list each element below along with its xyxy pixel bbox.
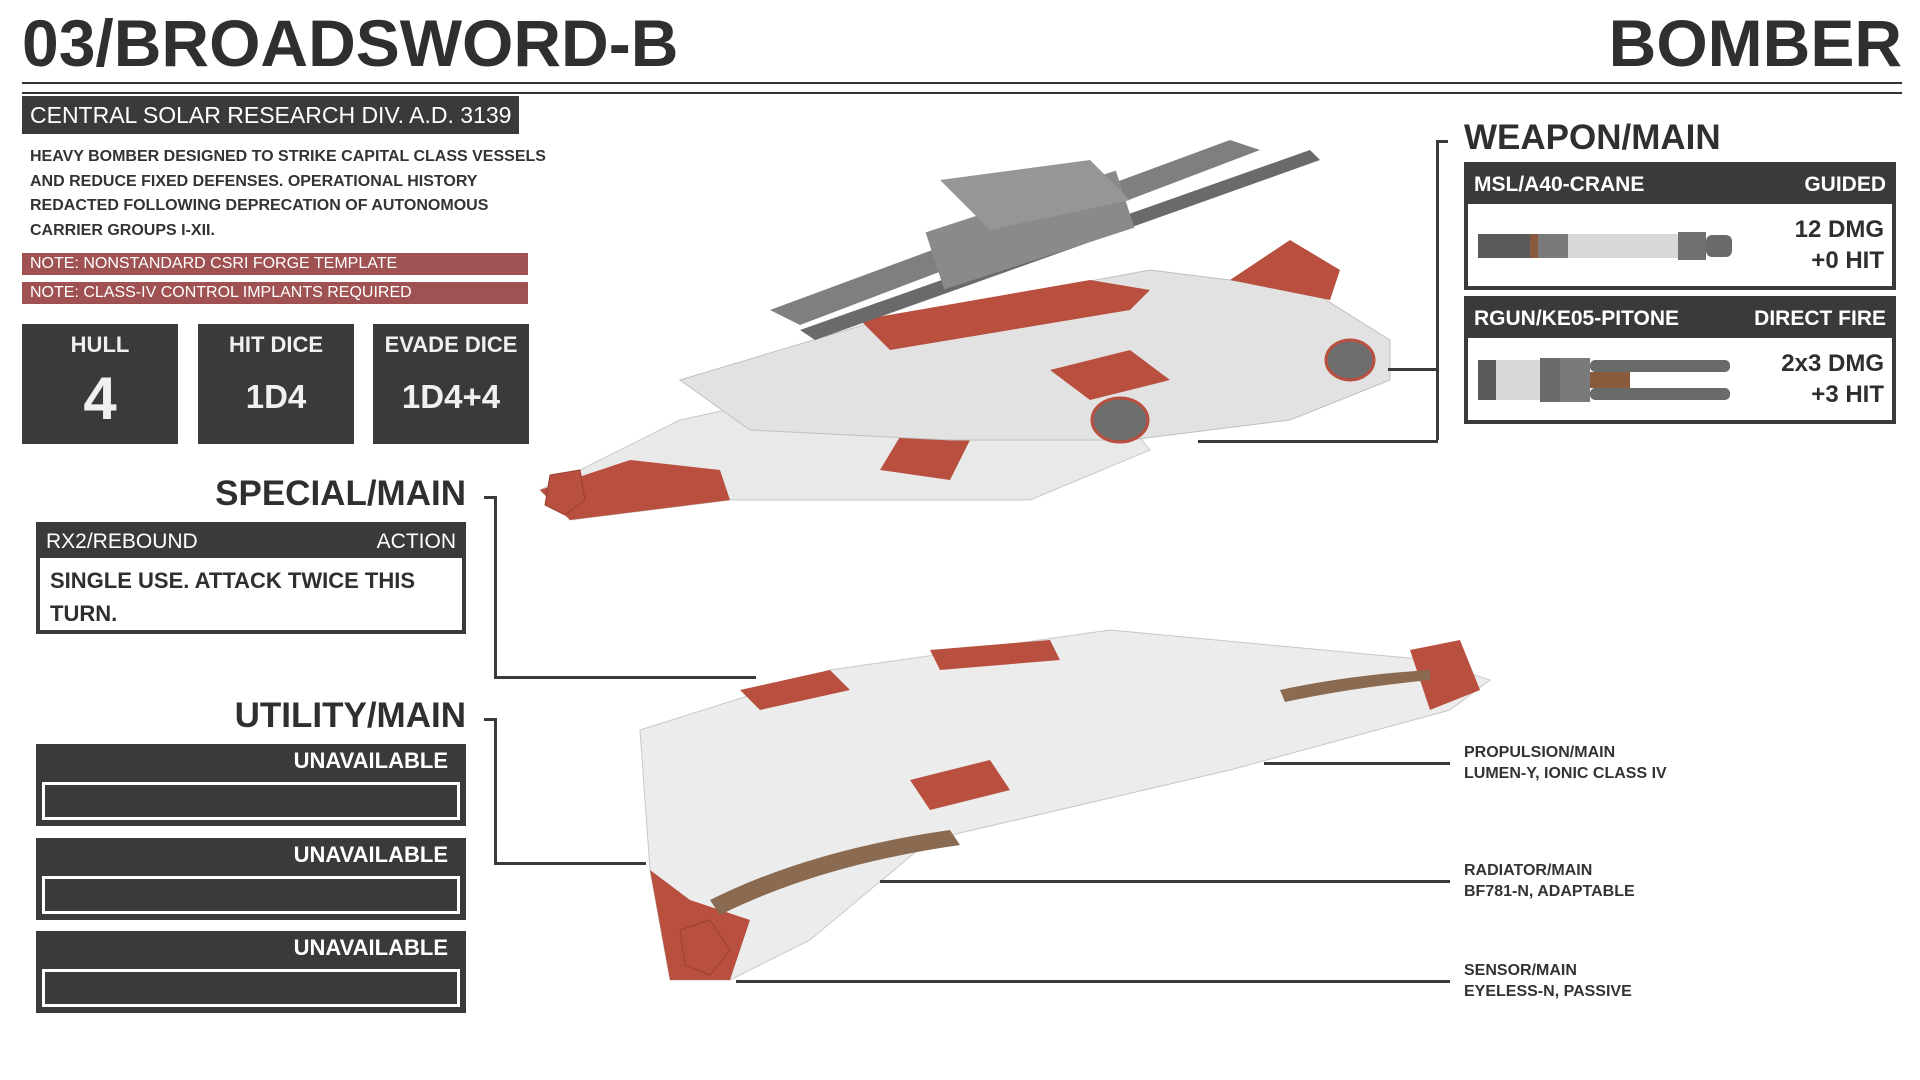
special-card: RX2/REBOUND ACTION SINGLE USE. ATTACK TW… — [36, 522, 466, 634]
weapon-railgun-type: DIRECT FIRE — [1754, 307, 1886, 330]
propulsion-leader — [1264, 762, 1450, 765]
weapon-railgun-stats: 2x3 DMG +3 HIT — [1781, 348, 1884, 410]
ship-render-side — [639, 629, 1492, 981]
weapon-missile-stats: 12 DMG +0 HIT — [1795, 214, 1884, 276]
utility-slot-1-box — [42, 782, 460, 820]
ship-render-top — [539, 140, 1391, 521]
utility-heading: UTILITY/MAIN — [234, 696, 466, 735]
callout-sensor-detail: EYELESS-N, PASSIVE — [1464, 983, 1632, 1000]
utility-bracket-top — [484, 718, 496, 721]
stat-hit-dice-label: HIT DICE — [228, 332, 324, 357]
weapon-missile-damage: 12 DMG — [1794, 216, 1884, 243]
utility-slot-3-label: UNAVAILABLE — [293, 935, 448, 960]
stat-hull-value: 4 — [83, 365, 117, 432]
callout-propulsion-detail: LUMEN-Y, IONIC CLASS IV — [1464, 765, 1667, 782]
organization-label: CENTRAL SOLAR RESEARCH DIV. A.D. 3139 — [22, 96, 520, 134]
stat-hull: HULL 4 — [22, 324, 178, 444]
special-bracket-top — [484, 496, 496, 499]
callout-propulsion-title: PROPULSION/MAIN — [1464, 744, 1616, 761]
header-rule-bottom — [22, 92, 1902, 94]
weapon-heading: WEAPON/MAIN — [1464, 118, 1721, 157]
utility-slot-2-label: UNAVAILABLE — [293, 842, 448, 867]
weapon-card-missile: MSL/A40-CRANE GUIDED 12 DMG +0 HIT — [1464, 162, 1896, 290]
weapon-missile-header: MSL/A40-CRANE GUIDED — [1468, 166, 1892, 204]
special-text: SINGLE USE. ATTACK TWICE THIS TURN. — [50, 568, 416, 626]
weapon-railgun-name: RGUN/KE05-PITONE — [1474, 307, 1679, 330]
radiator-leader — [880, 880, 1450, 883]
utility-slot-3-box — [42, 969, 460, 1007]
callout-propulsion: PROPULSION/MAIN LUMEN-Y, IONIC CLASS IV — [1464, 742, 1667, 784]
special-type: ACTION — [376, 530, 456, 553]
weapon-missile-hit: +0 HIT — [1811, 247, 1884, 274]
ship-designation: 03/BROADSWORD-B — [22, 6, 679, 80]
weapon-bracket-top — [1436, 140, 1448, 143]
railgun-icon — [1478, 358, 1730, 402]
special-bracket-vertical — [494, 496, 497, 676]
utility-slot-2-box — [42, 876, 460, 914]
weapon-missile-type: GUIDED — [1804, 173, 1886, 196]
weapon-railgun-body: 2x3 DMG +3 HIT — [1468, 338, 1892, 420]
note-control-implants: NOTE: CLASS-IV CONTROL IMPLANTS REQUIRED — [22, 282, 528, 304]
weapon-missile-body: 12 DMG +0 HIT — [1468, 204, 1892, 286]
callout-radiator-detail: BF781-N, ADAPTABLE — [1464, 883, 1635, 900]
weapon-railgun-hit: +3 HIT — [1811, 381, 1884, 408]
special-leader — [494, 676, 756, 679]
callout-sensor: SENSOR/MAIN EYELESS-N, PASSIVE — [1464, 960, 1632, 1002]
weapon-railgun-header: RGUN/KE05-PITONE DIRECT FIRE — [1468, 300, 1892, 338]
missile-icon — [1478, 232, 1732, 260]
weapon-leader-2 — [1198, 440, 1438, 443]
utility-bracket-vertical — [494, 718, 497, 862]
weapon-missile-name: MSL/A40-CRANE — [1474, 173, 1645, 196]
note-forge-template: NOTE: NONSTANDARD CSRI FORGE TEMPLATE — [22, 253, 528, 275]
weapon-railgun-damage: 2x3 DMG — [1781, 350, 1884, 377]
special-card-header: RX2/REBOUND ACTION — [40, 526, 462, 558]
utility-leader — [494, 862, 646, 865]
weapon-leader-1 — [1388, 368, 1438, 371]
stat-evade-dice: EVADE DICE 1D4+4 — [373, 324, 529, 444]
special-heading: SPECIAL/MAIN — [215, 474, 466, 513]
utility-slot-2: UNAVAILABLE — [36, 838, 466, 920]
callout-sensor-title: SENSOR/MAIN — [1464, 962, 1577, 979]
weapon-bracket-vertical — [1436, 140, 1439, 440]
stat-evade-dice-value: 1D4+4 — [401, 378, 501, 415]
weapon-card-railgun: RGUN/KE05-PITONE DIRECT FIRE 2x3 DMG +3 … — [1464, 296, 1896, 424]
stat-hit-dice-value: 1D4 — [245, 378, 307, 415]
utility-slot-1-label: UNAVAILABLE — [293, 748, 448, 773]
callout-radiator-title: RADIATOR/MAIN — [1464, 862, 1593, 879]
utility-slot-1: UNAVAILABLE — [36, 744, 466, 826]
utility-slot-3: UNAVAILABLE — [36, 931, 466, 1013]
stat-evade-dice-label: EVADE DICE — [384, 332, 518, 357]
header-rule-top — [22, 82, 1902, 84]
stat-hit-dice: HIT DICE 1D4 — [198, 324, 354, 444]
callout-radiator: RADIATOR/MAIN BF781-N, ADAPTABLE — [1464, 860, 1635, 902]
ship-class: BOMBER — [1608, 6, 1902, 80]
ship-description: HEAVY BOMBER DESIGNED TO STRIKE CAPITAL … — [30, 148, 546, 239]
stat-hull-label: HULL — [70, 332, 130, 357]
sensor-leader — [736, 980, 1450, 983]
special-name: RX2/REBOUND — [46, 530, 198, 553]
